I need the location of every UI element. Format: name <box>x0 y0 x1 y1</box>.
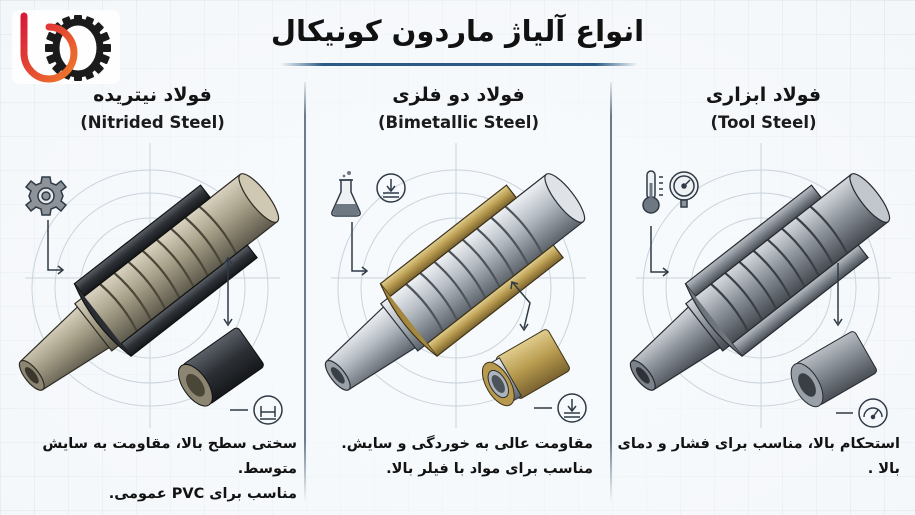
gear-icon <box>24 176 68 216</box>
panel-divider <box>610 82 612 502</box>
panel-description: مقاومت عالی به خوردگی و سایش. مناسب برای… <box>308 432 593 482</box>
panel-description: سختی سطح بالا، مقاومت به سایش متوسط. منا… <box>12 432 297 507</box>
tool-steel-screw-barrel-illustration <box>629 143 891 428</box>
title-underline <box>280 63 638 66</box>
bushing-hardness-icon <box>253 395 283 425</box>
page-title: انواع آلیاژ ماردون کونیکال <box>270 14 645 48</box>
bimetallic-screw-barrel-illustration <box>324 143 587 428</box>
panel-subtitle: (Tool Steel) <box>710 113 817 132</box>
wear-resistance-icon <box>376 173 406 203</box>
nitrided-screw-barrel-illustration <box>18 143 283 428</box>
wear-resistance-icon <box>557 393 587 423</box>
bushing-part <box>790 331 877 408</box>
bushing-part <box>481 329 570 407</box>
description-line: سختی سطح بالا، مقاومت به سایش متوسط. <box>42 436 297 477</box>
thermometer-icon <box>642 170 663 214</box>
panel-title: فولاد نیتریده <box>93 84 212 106</box>
description-line: مقاومت عالی به خوردگی و سایش. <box>341 436 593 452</box>
speed-gauge-icon <box>858 398 888 428</box>
panel-tool-steel: فولاد ابزاری (Tool Steel) <box>611 80 915 500</box>
description-line: مناسب برای PVC عمومی. <box>108 486 297 502</box>
panel-subtitle: (Nitrided Steel) <box>80 113 225 132</box>
panel-bimetallic-steel: فولاد دو فلزی (Bimetallic Steel) <box>306 80 611 500</box>
panel-divider <box>304 82 306 502</box>
panel-title: فولاد دو فلزی <box>392 84 525 106</box>
description-line: استحکام بالا، مناسب برای فشار و دمای <box>617 436 900 452</box>
description-line: بالا . <box>867 461 900 477</box>
panel-description: استحکام بالا، مناسب برای فشار و دمای بال… <box>615 432 900 482</box>
panel-subtitle: (Bimetallic Steel) <box>377 113 540 132</box>
pressure-gauge-icon <box>669 171 699 208</box>
bushing-part <box>178 327 264 407</box>
panel-title: فولاد ابزاری <box>705 84 822 106</box>
description-line: مناسب برای مواد با فیلر بالا. <box>386 461 593 477</box>
flask-icon <box>331 171 361 217</box>
panel-nitrided-steel: فولاد نیتریده (Nitrided Steel) <box>0 80 305 502</box>
brand-logo-icon <box>12 10 120 84</box>
